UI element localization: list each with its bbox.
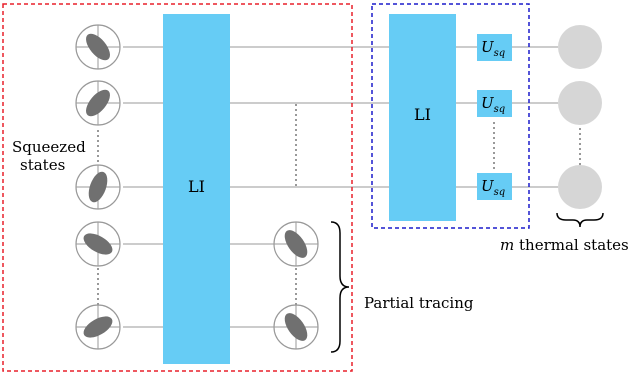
mode-symbol-traced-1 — [273, 221, 319, 267]
mode-symbol-input-3 — [75, 164, 121, 210]
right-group-box — [371, 3, 530, 229]
usq-labels: Usq Usq Usq — [481, 38, 505, 198]
usq-gate-1 — [477, 34, 512, 61]
mode-symbol-traced-2 — [273, 304, 319, 350]
li-left-label: LI — [188, 177, 205, 196]
usq-gate-2 — [477, 90, 512, 117]
squeezed-ellipse — [86, 33, 110, 61]
squeezed-ellipse — [83, 233, 113, 255]
usq-label-3: Usq — [481, 177, 505, 198]
li-block-left — [163, 14, 230, 364]
mode-symbol-input-4 — [75, 221, 121, 267]
usq-label-1: Usq — [481, 38, 505, 59]
usq-gate-3 — [477, 173, 512, 200]
squeezed-label-line1: Squeezed — [12, 138, 86, 156]
squeezed-ellipse — [284, 230, 308, 258]
mode-symbol-input-5 — [75, 304, 121, 350]
partial-tracing-brace — [330, 221, 350, 353]
thermal-states — [558, 25, 602, 209]
squeezed-ellipse — [88, 171, 108, 203]
mode-symbol-input-2 — [75, 80, 121, 126]
mode-symbol-input-1 — [75, 24, 121, 70]
usq-label-2: Usq — [481, 94, 505, 115]
li-block-right — [389, 14, 456, 221]
squeezed-ellipse — [284, 313, 308, 341]
thermal-states-label: m thermal states — [500, 236, 629, 254]
usq-gates — [477, 34, 512, 200]
squeezed-label-line2: states — [20, 156, 65, 174]
thermal-circle-2 — [558, 81, 602, 125]
m-symbol: m — [500, 236, 514, 254]
thermal-circle-3 — [558, 165, 602, 209]
thermal-circle-1 — [558, 25, 602, 69]
left-group-box — [2, 3, 353, 372]
thermal-brace — [556, 212, 604, 228]
li-right-label: LI — [414, 105, 431, 124]
mode-symbols — [75, 24, 319, 350]
squeezed-ellipse — [83, 316, 113, 338]
partial-tracing-label: Partial tracing — [364, 294, 474, 312]
thermal-states-text: thermal states — [514, 236, 629, 254]
squeezed-ellipse — [86, 89, 110, 117]
dotted-connectors — [97, 104, 581, 305]
